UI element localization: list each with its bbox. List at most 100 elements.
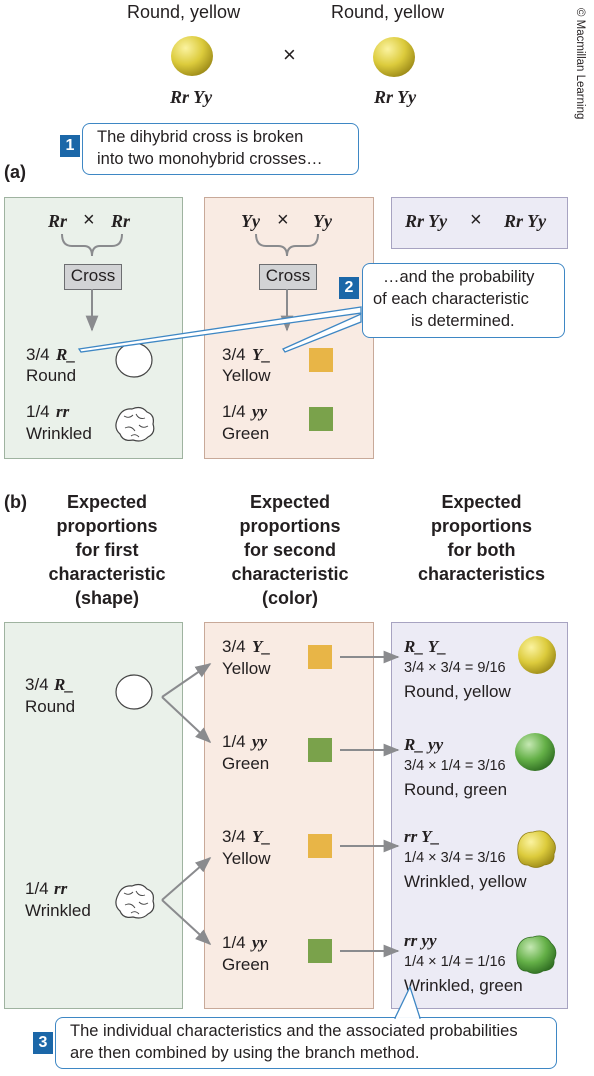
result-3-geno: rr Y_ [404,827,441,846]
dihybrid-panel [391,197,568,249]
color-b-2-frac: 1/4 [222,732,246,751]
branch-arrow [161,663,212,698]
round-yellow-pea-icon [518,636,556,674]
dihybrid-right: Rr Yy [504,211,547,231]
wrinkled-pea-icon [115,883,155,919]
callout-2-line3: is determined. [411,312,515,330]
parent2-genotype: Rr Yy [374,87,417,107]
branch-arrow [161,696,212,744]
callout-2: …and the probability of each characteris… [362,263,565,338]
color-b-4-pheno: Green [222,955,270,974]
shape-branch-panel [4,622,183,1009]
shape-b-1-geno: R_ [54,675,74,694]
wrinkled-yellow-pea-icon [517,830,556,868]
color-a-r1-frac: 3/4 [222,345,246,364]
shape-a-r2-frac: 1/4 [26,402,50,421]
shape-parent-right: Rr [111,211,131,231]
dihybrid-x: × [470,209,482,231]
callout-2-pointer-color [282,312,362,353]
shape-cross-box: Cross [64,264,122,290]
result-1-calc: 3/4 × 3/4 = 9/16 [404,660,506,676]
part-b-label: (b) [4,492,27,512]
step-2-badge: 2 [339,277,359,299]
color-a-r1-pheno: Yellow [222,366,271,385]
round-yellow-pea-icon [373,37,415,77]
callout-1: The dihybrid cross is broken into two mo… [82,123,359,175]
wrinkled-green-pea-icon [516,935,557,974]
shape-b-2-frac: 1/4 [25,879,49,898]
result-2-calc: 3/4 × 1/4 = 3/16 [404,758,506,774]
color-a-r2-frac: 1/4 [222,402,246,421]
color-cross-x: × [277,209,289,231]
shape-a-r2-pheno: Wrinkled [26,424,92,443]
result-3-pheno: Wrinkled, yellow [404,872,527,891]
color-b-3-geno: Y_ [252,827,271,846]
callout-3: The individual characteristics and the a… [55,1017,557,1069]
result-4-pheno: Wrinkled, green [404,976,523,995]
col3-header-line: characteristics [417,564,546,584]
callout-1-line2: into two monohybrid crosses… [97,150,323,168]
col1-header-line: (shape) [74,588,139,608]
color-b-1-pheno: Yellow [222,659,271,678]
result-2-pheno: Round, green [404,780,508,799]
col2-header-line: (color) [262,588,318,608]
col2-header-line: characteristic [231,564,349,584]
shape-a-r1-pheno: Round [26,366,77,385]
color-b-1-geno: Y_ [252,637,271,656]
green-square [308,738,332,762]
wrinkled-pea-icon [115,406,155,442]
callout-2-line2: of each characteristic [373,290,529,308]
result-3-calc: 1/4 × 3/4 = 3/16 [404,850,506,866]
callout-3-line1: The individual characteristics and the a… [70,1022,518,1040]
step-1-badge: 1 [60,135,80,157]
yellow-square [309,348,333,372]
result-2-geno: R_ yy [404,735,444,754]
callout-3-line2: are then combined by using the branch me… [70,1044,420,1062]
col2-header-line: Expected [249,492,331,512]
col3-header-line: proportions [431,516,532,536]
color-parent-right: Yy [313,211,332,231]
callout-2-line1: …and the probability [383,268,535,286]
yellow-square [308,645,332,669]
color-bracket [255,233,319,257]
col2-header-line: for second [243,540,336,560]
shape-b-2-pheno: Wrinkled [25,901,91,920]
col1-header-line: Expected [66,492,148,512]
callout-3-pointer [393,985,421,1019]
part-a-label: (a) [4,162,26,182]
parent2-phenotype: Round, yellow [331,2,445,22]
wrinkled-pea-detail [123,890,149,915]
result-4-calc: 1/4 × 1/4 = 1/16 [404,954,506,970]
step-3-badge: 3 [33,1032,53,1054]
green-square [308,939,332,963]
shape-parent-left: Rr [48,211,68,231]
col2-header-line: proportions [239,516,341,536]
result-1-geno: R_ Y_ [404,637,447,656]
parent1-genotype: Rr Yy [170,87,213,107]
result-4-geno: rr yy [404,931,437,950]
round-pea-icon [115,674,153,710]
col3-header: Expected proportions for both characteri… [394,490,569,586]
color-b-2-pheno: Green [222,754,270,773]
color-parent-left: Yy [241,211,260,231]
round-pea-icon [115,342,153,378]
parent1-phenotype: Round, yellow [127,2,241,22]
shape-b-2-geno: rr [54,879,68,898]
color-b-2-geno: yy [252,732,268,751]
shape-cross-x: × [83,209,95,231]
wrinkled-pea-detail [123,413,149,438]
branch-arrow [161,899,212,946]
shape-b-1-pheno: Round [25,697,76,716]
callout-2-pointer-shape [77,306,362,353]
col1-header-line: characteristic [48,564,166,584]
dihybrid-left: Rr Yy [405,211,448,231]
shape-b-1-frac: 3/4 [25,675,49,694]
shape-a-r1-geno: R_ [56,345,76,364]
color-b-4-frac: 1/4 [222,933,246,952]
col1-header: Expected proportions for first character… [22,490,192,610]
color-b-3-pheno: Yellow [222,849,271,868]
round-green-pea-icon [515,733,555,771]
color-b-3-frac: 3/4 [222,827,246,846]
color-a-r1-geno: Y_ [252,345,271,364]
shape-bracket [61,233,123,257]
